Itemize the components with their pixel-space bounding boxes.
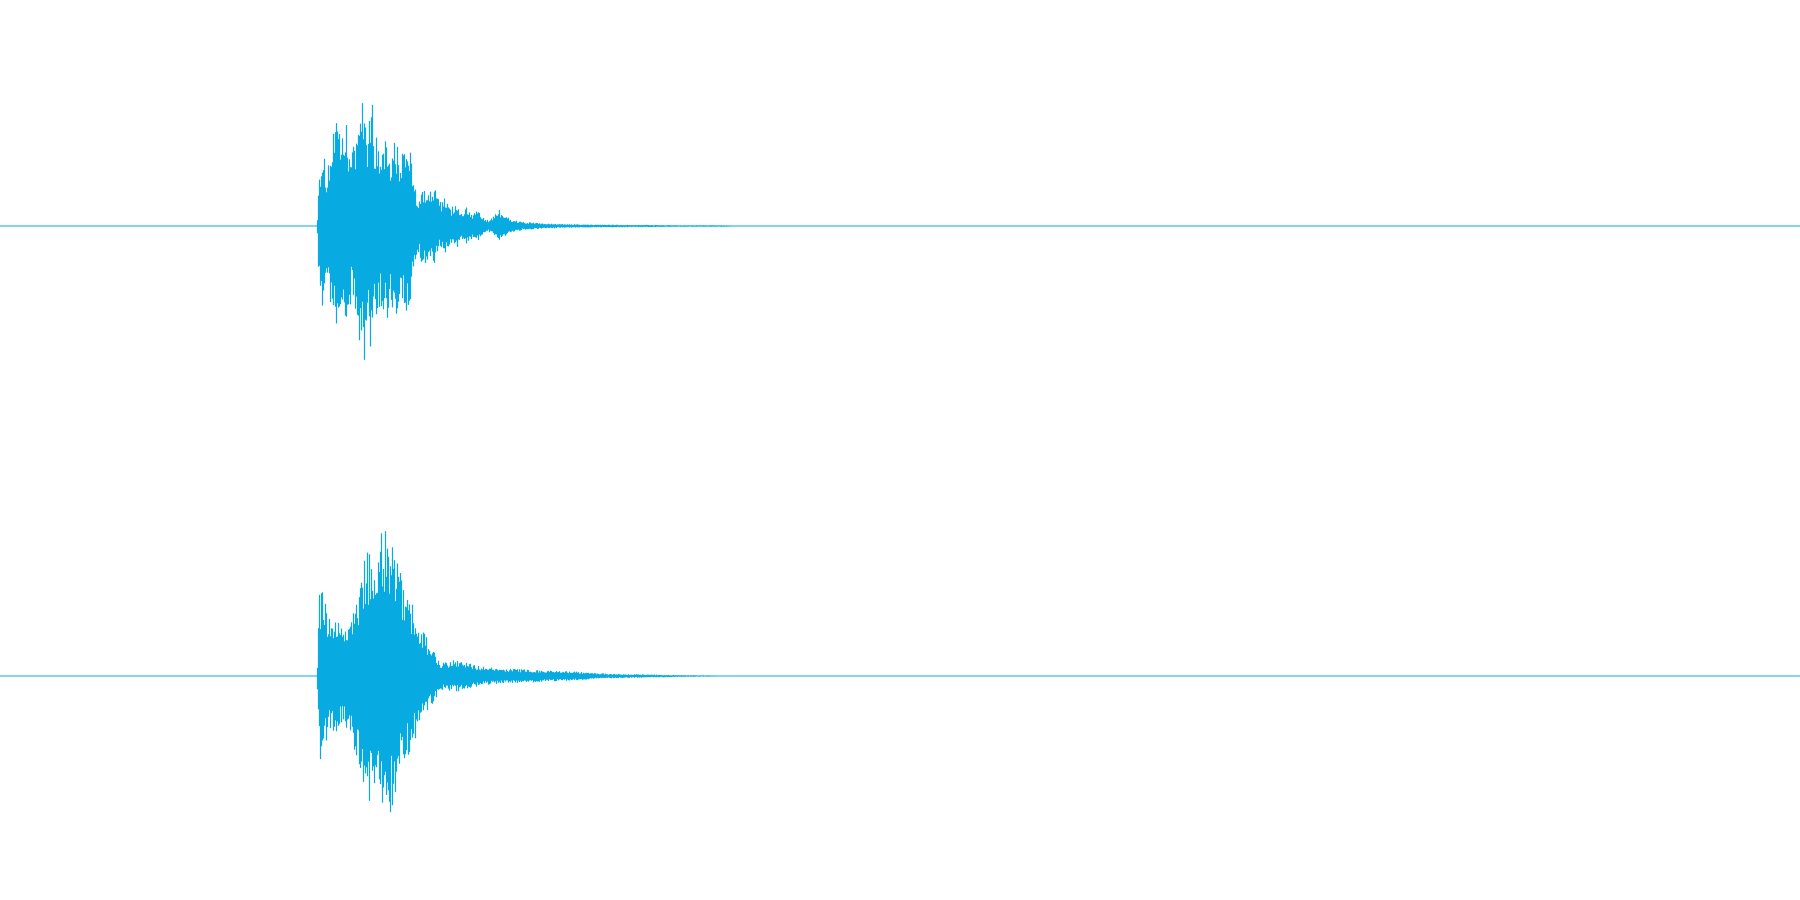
channel-1-waveform bbox=[0, 103, 1800, 360]
channel-1-signal bbox=[316, 103, 740, 360]
channel-2-signal bbox=[316, 531, 731, 813]
channel-2-waveform bbox=[0, 531, 1800, 813]
